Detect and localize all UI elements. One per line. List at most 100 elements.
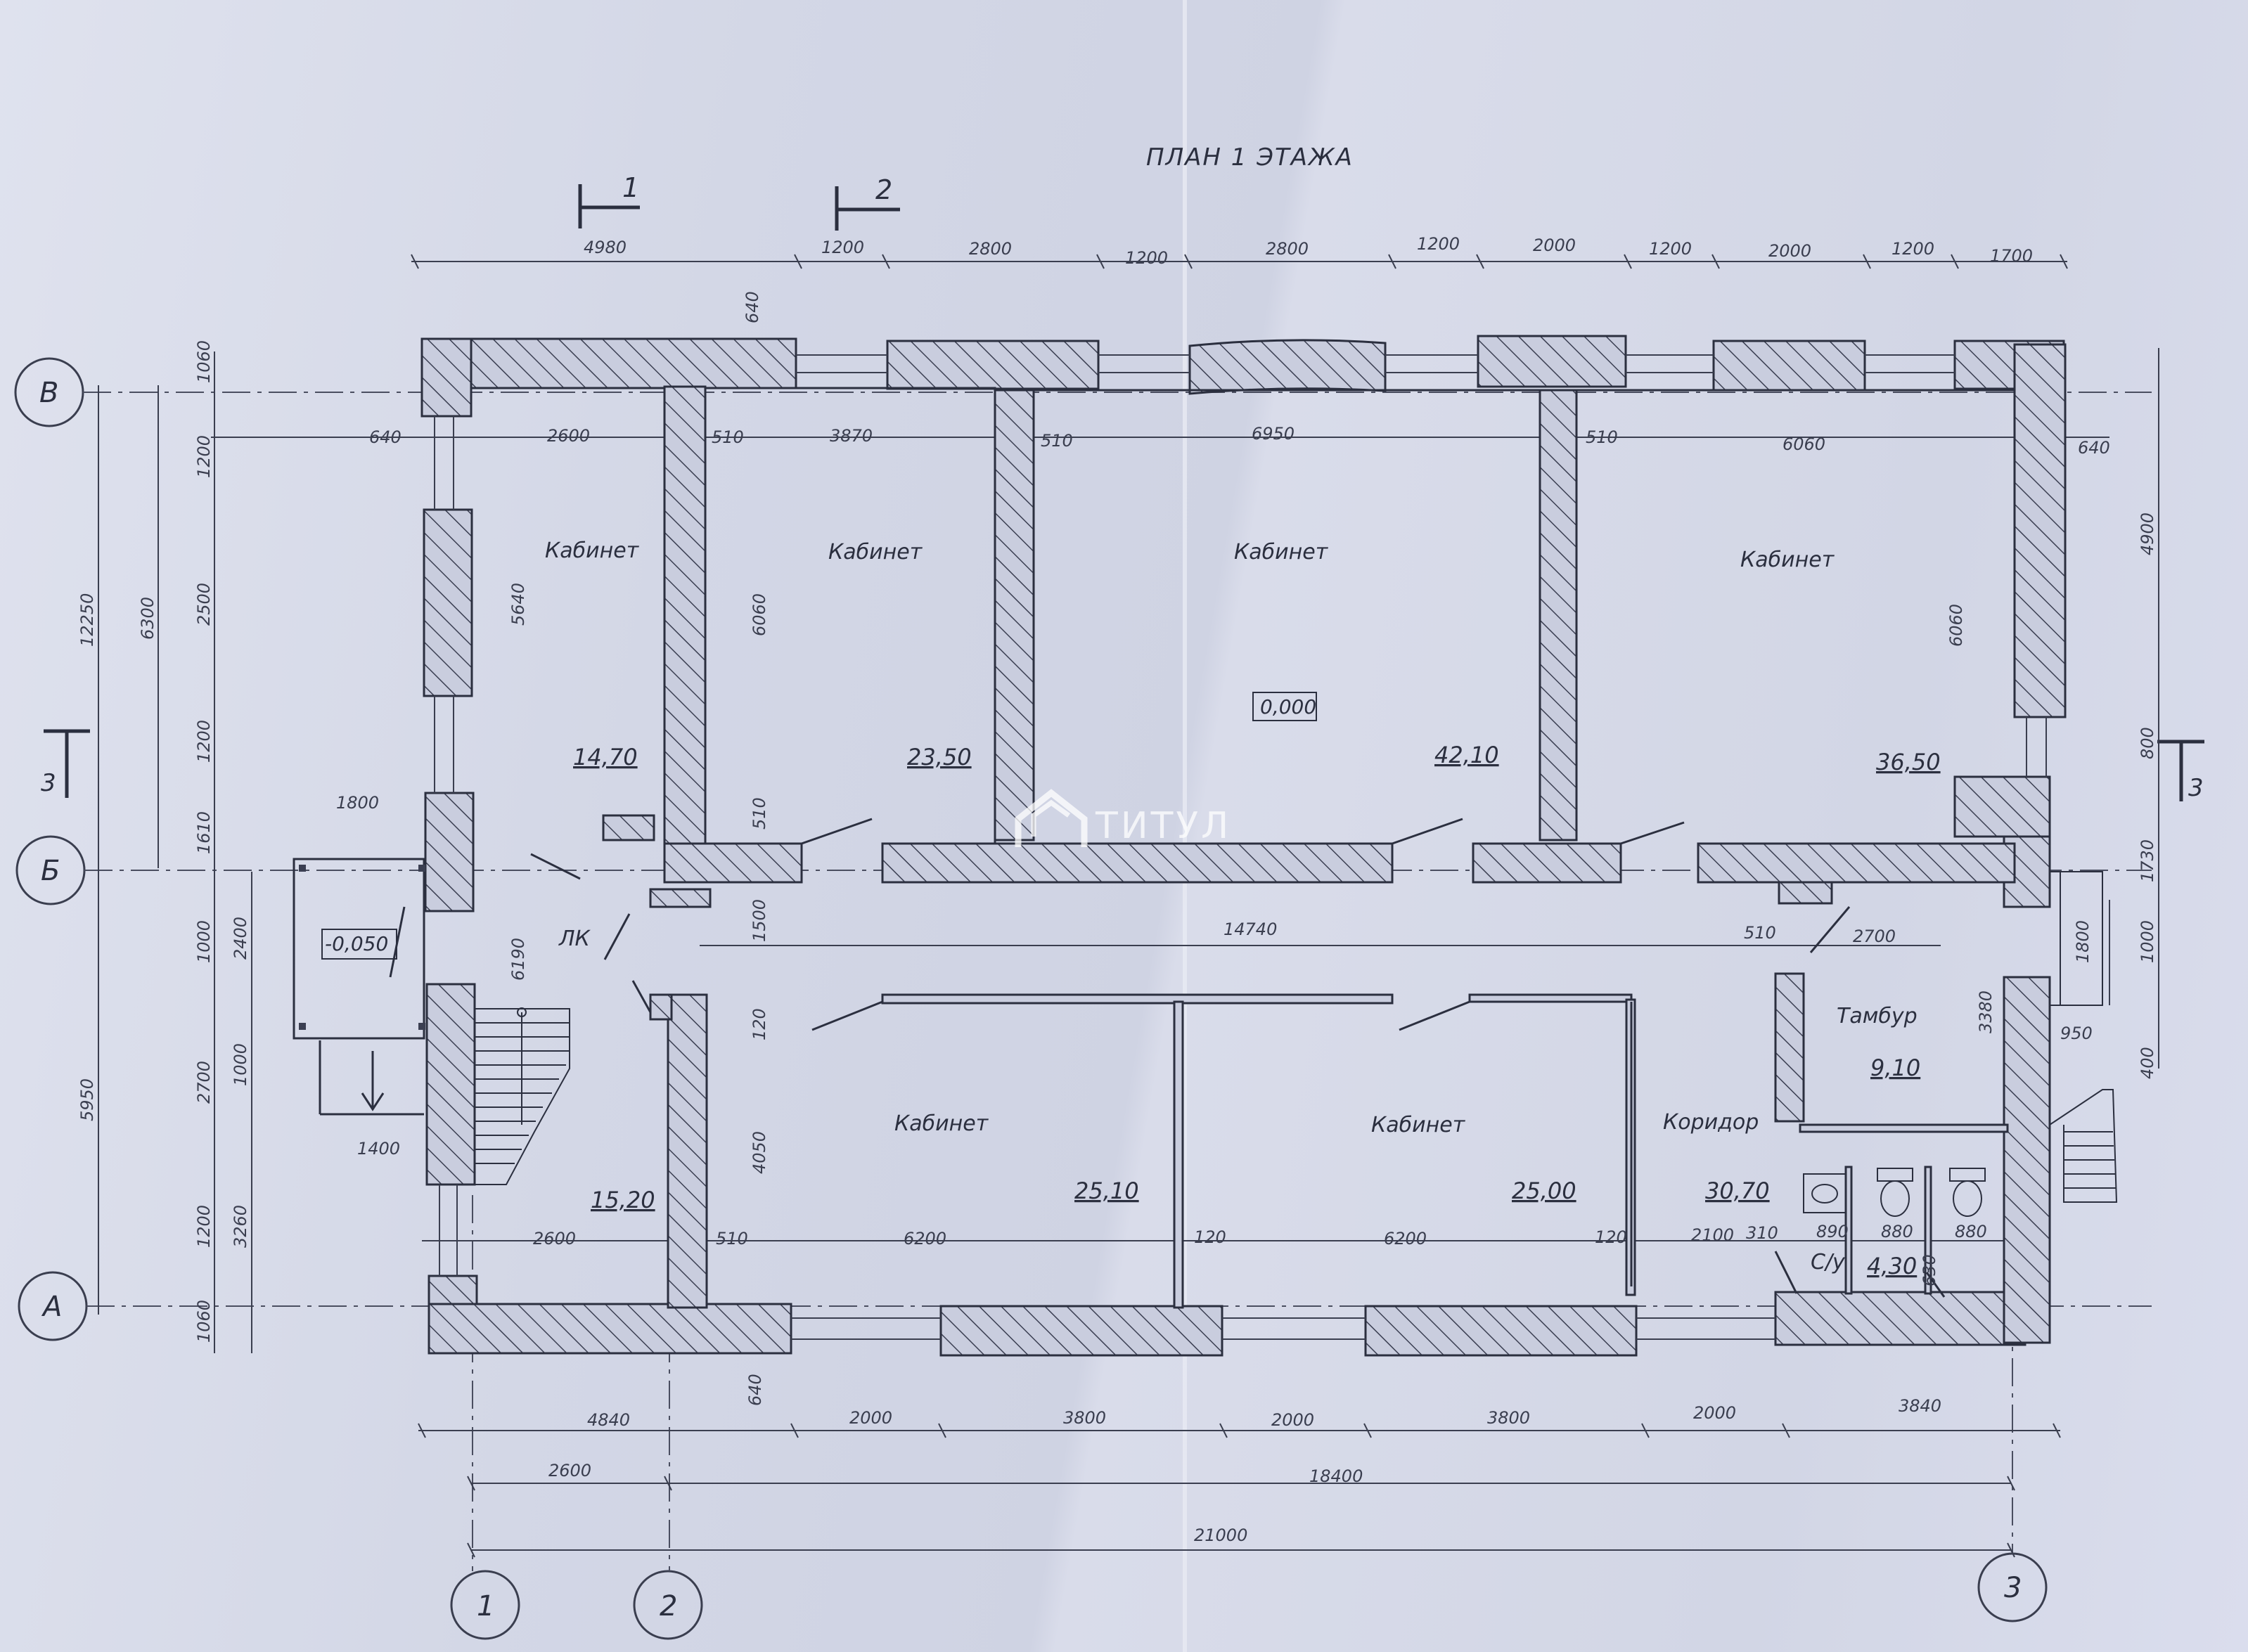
dimension-lines <box>98 261 2159 1551</box>
svg-text:6200: 6200 <box>904 1229 946 1248</box>
svg-text:890: 890 <box>1816 1222 1849 1241</box>
room-5-name: Кабинет <box>894 1111 989 1136</box>
corridor-name: Коридор <box>1663 1110 1759 1135</box>
svg-text:510: 510 <box>1586 427 1618 447</box>
wc-name: С/у <box>1811 1250 1846 1275</box>
axis-label-3: 3 <box>2004 1572 2022 1604</box>
svg-text:6300: 6300 <box>138 597 158 640</box>
svg-text:2600: 2600 <box>547 426 590 446</box>
svg-text:510: 510 <box>716 1229 748 1248</box>
axis-label-2: 2 <box>660 1590 677 1622</box>
svg-text:3800: 3800 <box>1063 1408 1106 1428</box>
dims-top-inner: 640 2600 510 3870 510 6950 510 6060 640 <box>369 424 2110 458</box>
room-4-area: 36,50 <box>1876 749 1941 775</box>
dims-bottom-3: 21000 <box>1194 1525 1247 1545</box>
axis-label-1: 1 <box>477 1590 494 1622</box>
room-outlines <box>470 387 2016 1308</box>
svg-text:2600: 2600 <box>548 1461 591 1480</box>
svg-text:880: 880 <box>1881 1222 1913 1241</box>
svg-text:18400: 18400 <box>1309 1466 1363 1486</box>
section-mark-1-label: 1 <box>622 172 639 203</box>
watermark-logo <box>1015 789 1088 847</box>
svg-text:1200: 1200 <box>194 435 214 478</box>
corridor-area: 30,70 <box>1705 1177 1770 1204</box>
svg-text:2000: 2000 <box>1693 1403 1736 1423</box>
svg-text:1400: 1400 <box>357 1139 400 1159</box>
room-lk-area: 15,20 <box>591 1187 655 1213</box>
level-porch: -0,050 <box>325 932 388 955</box>
svg-text:3380: 3380 <box>1976 990 1996 1033</box>
dims-corridor: 14740 510 2700 <box>1223 919 1896 946</box>
interior-walls <box>602 385 2016 1309</box>
svg-text:6190: 6190 <box>508 938 528 981</box>
level-main: 0,000 <box>1260 695 1316 718</box>
svg-text:640: 640 <box>743 291 762 323</box>
svg-text:2500: 2500 <box>194 583 214 626</box>
svg-text:2400: 2400 <box>231 917 250 960</box>
svg-text:510: 510 <box>712 427 744 447</box>
svg-text:880: 880 <box>1955 1222 1987 1241</box>
svg-text:2700: 2700 <box>1853 927 1896 946</box>
svg-text:1000: 1000 <box>2138 920 2157 963</box>
svg-text:120: 120 <box>750 1008 769 1040</box>
svg-text:640: 640 <box>369 427 402 447</box>
svg-text:510: 510 <box>1041 431 1073 451</box>
svg-text:1200: 1200 <box>1417 234 1460 254</box>
watermark-text: ТИТУЛ <box>1095 805 1231 847</box>
svg-text:950: 950 <box>2060 1024 2093 1043</box>
svg-text:630: 630 <box>1920 1254 1939 1286</box>
dimension-ticks <box>411 254 2068 1558</box>
svg-text:21000: 21000 <box>1194 1525 1247 1545</box>
section-mark-3-right-label: 3 <box>2188 774 2204 802</box>
svg-text:1800: 1800 <box>336 793 379 813</box>
room-6-name: Кабинет <box>1371 1113 1466 1137</box>
svg-text:5640: 5640 <box>508 583 528 626</box>
wc-area: 4,30 <box>1867 1253 1917 1279</box>
axis-bubble-1 <box>450 1570 520 1640</box>
svg-text:640: 640 <box>745 1374 765 1406</box>
room-3-area: 42,10 <box>1434 742 1499 768</box>
svg-text:4050: 4050 <box>750 1131 769 1174</box>
axis-label-b: Б <box>41 855 60 887</box>
svg-text:6060: 6060 <box>750 593 769 636</box>
vestibule-name: Тамбур <box>1837 1004 1918 1028</box>
room-2-area: 23,50 <box>907 744 972 770</box>
svg-text:1000: 1000 <box>194 920 214 963</box>
svg-text:510: 510 <box>1744 923 1776 943</box>
svg-text:310: 310 <box>1746 1223 1778 1243</box>
room-4-name: Кабинет <box>1740 548 1835 572</box>
svg-text:1060: 1060 <box>194 1300 214 1343</box>
exterior-stair <box>2049 871 2118 1203</box>
svg-text:4900: 4900 <box>2138 512 2157 555</box>
dims-bottom-2: 2600 18400 <box>548 1461 1363 1486</box>
porch-posts <box>299 865 425 1030</box>
interior-stair <box>474 1007 570 1185</box>
section-mark-2-label: 2 <box>875 174 892 205</box>
section-mark-3-left <box>44 729 90 798</box>
svg-text:1730: 1730 <box>2138 839 2157 882</box>
room-6-area: 25,00 <box>1512 1177 1576 1204</box>
axis-label-a: А <box>41 1291 62 1323</box>
svg-text:3800: 3800 <box>1487 1408 1530 1428</box>
svg-text:1500: 1500 <box>750 899 769 942</box>
svg-text:3870: 3870 <box>830 426 873 446</box>
svg-text:1800: 1800 <box>2073 920 2093 963</box>
svg-text:1200: 1200 <box>821 238 864 257</box>
axis-lines <box>83 392 2152 1571</box>
level-box-porch <box>321 929 397 960</box>
room-1-name: Кабинет <box>545 538 640 563</box>
room-5-area: 25,10 <box>1074 1177 1139 1204</box>
section-mark-3-left-label: 3 <box>41 769 56 797</box>
section-mark-3-right <box>2157 740 2204 801</box>
sanitary-fixtures <box>1803 1168 1986 1217</box>
svg-text:14740: 14740 <box>1223 919 1277 939</box>
svg-text:2700: 2700 <box>194 1061 214 1104</box>
svg-text:2000: 2000 <box>1533 235 1576 255</box>
section-mark-2 <box>835 186 900 231</box>
dims-bottom-1: 4840 2000 3800 2000 3800 2000 3840 <box>587 1396 1941 1430</box>
dims-right: 4900 800 1730 1800 1000 950 400 <box>2060 512 2157 1079</box>
left-porch <box>293 858 425 1116</box>
dims-left: 12250 5950 6300 1060 1200 2500 1200 1610… <box>77 340 400 1343</box>
room-3-name: Кабинет <box>1234 540 1329 564</box>
